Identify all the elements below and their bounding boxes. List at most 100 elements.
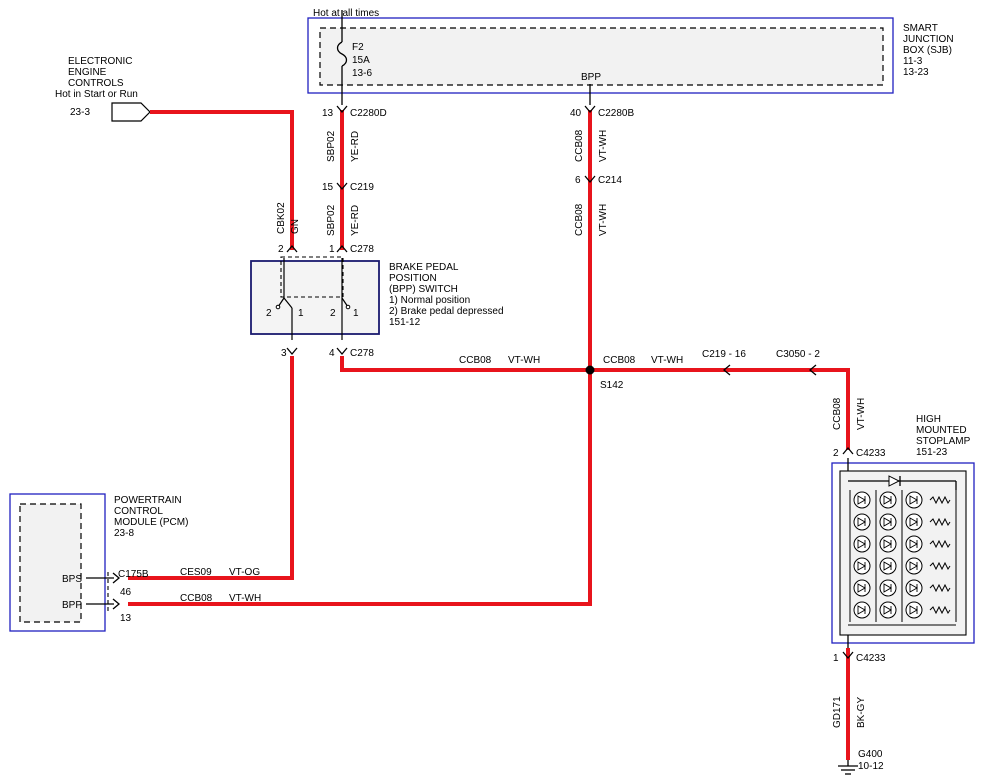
c2280d-pin: 13 <box>322 108 334 119</box>
sjb-name-line: BOX (SJB) <box>903 45 952 56</box>
led-diode-icon <box>909 583 918 593</box>
c4233-bottom-pin: 1 <box>833 653 839 664</box>
led-icon <box>905 579 923 597</box>
led-icon <box>905 513 923 531</box>
c214-pin: 6 <box>575 175 581 186</box>
pcm-label-line: MODULE (PCM) <box>114 517 188 528</box>
led-icon <box>879 491 897 509</box>
led-diode-icon <box>883 583 892 593</box>
bpp-switch-label-line: 151-12 <box>389 317 421 328</box>
led-diode-icon <box>909 605 918 615</box>
led-diode-icon <box>883 561 892 571</box>
wire-cbk02 <box>150 110 294 250</box>
smart-junction-box: SMART JUNCTION BOX (SJB) 11-3 13-23 <box>307 17 954 94</box>
fuse-f2-icon <box>336 41 348 67</box>
led-diode-icon <box>883 495 892 505</box>
fuse-label: F2 <box>352 42 364 53</box>
led-icon <box>879 601 897 619</box>
connector-c3050-2-icon <box>808 364 817 376</box>
led-diode-icon <box>857 605 866 615</box>
connector-c4233-top-icon <box>842 446 854 455</box>
led-icon <box>853 579 871 597</box>
c219-label: C219 <box>350 182 374 193</box>
electronic-engine-controls: ELECTRONIC ENGINE CONTROLS Hot in Start … <box>55 56 151 122</box>
hms-label-line: 151-23 <box>916 447 948 458</box>
led-diode-icon <box>909 561 918 571</box>
sbp02-upper-circuit: SBP02 <box>326 130 337 162</box>
bpp-left-terminal-icon <box>275 304 281 310</box>
resistor-icon <box>929 605 951 615</box>
led-diode-icon <box>883 517 892 527</box>
led-icon <box>879 557 897 575</box>
ground-name: G400 <box>858 749 883 760</box>
bpp-switch-label-line: 1) Normal position <box>389 295 470 306</box>
c219-16-label: C219 - 16 <box>702 349 746 360</box>
c2280b-label: C2280B <box>598 108 634 119</box>
c4233-top-pin: 2 <box>833 448 839 459</box>
pcm-bps-pin: BPS <box>62 574 82 585</box>
led-diode-icon <box>857 495 866 505</box>
eec-connector-tag-icon <box>111 102 151 122</box>
fuse-label: 13-6 <box>352 68 372 79</box>
led-diode-icon <box>883 539 892 549</box>
led-diode-icon <box>909 539 918 549</box>
led-icon <box>853 557 871 575</box>
ccb08-left-color: VT-WH <box>508 355 540 366</box>
bpp-switch-label-line: POSITION <box>389 273 437 284</box>
bpp-switch-label-line: BRAKE PEDAL <box>389 262 459 273</box>
connector-labels: 13 C2280D 40 C2280B 15 C219 6 C214 2 1 C… <box>118 108 886 664</box>
led-icon <box>853 513 871 531</box>
sjb-name-line: JUNCTION <box>903 34 954 45</box>
ccb08-upper-circuit: CCB08 <box>574 129 585 162</box>
pcm-label-line: CONTROL <box>114 506 163 517</box>
wire-ces09 <box>128 356 294 580</box>
sjb-name-line: 11-3 <box>903 56 923 67</box>
pcm-bpp-pin: BPP <box>62 600 82 611</box>
connector-c175b-bpp-icon <box>112 598 121 610</box>
connector-c219-icon <box>336 182 348 191</box>
gd171-circuit: GD171 <box>832 696 843 728</box>
c278-bottom-pin-left: 3 <box>281 348 287 359</box>
cbk02-circuit: CBK02 <box>276 202 287 234</box>
c278-top-label: C278 <box>350 244 374 255</box>
hms-label-line: STOPLAMP <box>916 436 971 447</box>
led-icon <box>905 535 923 553</box>
led-icon <box>905 601 923 619</box>
led-icon <box>905 557 923 575</box>
ccb08-hms-color: VT-WH <box>856 398 867 430</box>
c278-top-pin-right: 1 <box>329 244 335 255</box>
eec-label-line: CONTROLS <box>68 78 124 89</box>
ces09-circuit: CES09 <box>180 567 212 578</box>
connector-c278-top-right-icon <box>336 244 348 253</box>
c175b-pin-bpp: 13 <box>120 613 132 624</box>
connector-c175b-bps-icon <box>112 572 121 584</box>
fuse-label: 15A <box>352 55 370 66</box>
ground-ref: 10-12 <box>858 761 884 772</box>
bpp-left-arm <box>283 297 293 309</box>
led-diode-icon <box>909 517 918 527</box>
led-icon <box>879 535 897 553</box>
connector-c278-bottom-right-icon <box>336 347 348 356</box>
wire-ccb08-right <box>590 368 850 450</box>
hms-protection-diode-icon <box>888 475 901 487</box>
bpp-left-pos2: 2 <box>266 308 272 319</box>
bpp-switch-label-line: (BPP) SWITCH <box>389 284 458 295</box>
led-diode-icon <box>857 583 866 593</box>
led-diode-icon <box>883 605 892 615</box>
led-diode-icon <box>857 561 866 571</box>
led-icon <box>879 513 897 531</box>
led-diode-icon <box>857 517 866 527</box>
bpp-switch-label-line: 2) Brake pedal depressed <box>389 306 504 317</box>
eec-label-line: Hot in Start or Run <box>55 89 138 100</box>
c175b-pin-bps: 46 <box>120 587 132 598</box>
c175b-label: C175B <box>118 569 149 580</box>
led-icon <box>905 491 923 509</box>
bpp-switch: 2 1 2 1 BRAKE PEDAL POSITION (BPP) SWITC… <box>250 256 504 340</box>
c4233-top-label: C4233 <box>856 448 886 459</box>
eec-ref: 23-3 <box>70 107 90 118</box>
c4233-bottom-label: C4233 <box>856 653 886 664</box>
ccb08-right-circuit: CCB08 <box>603 355 636 366</box>
splice-s142-icon <box>585 365 595 375</box>
resistor-icon <box>929 495 951 505</box>
